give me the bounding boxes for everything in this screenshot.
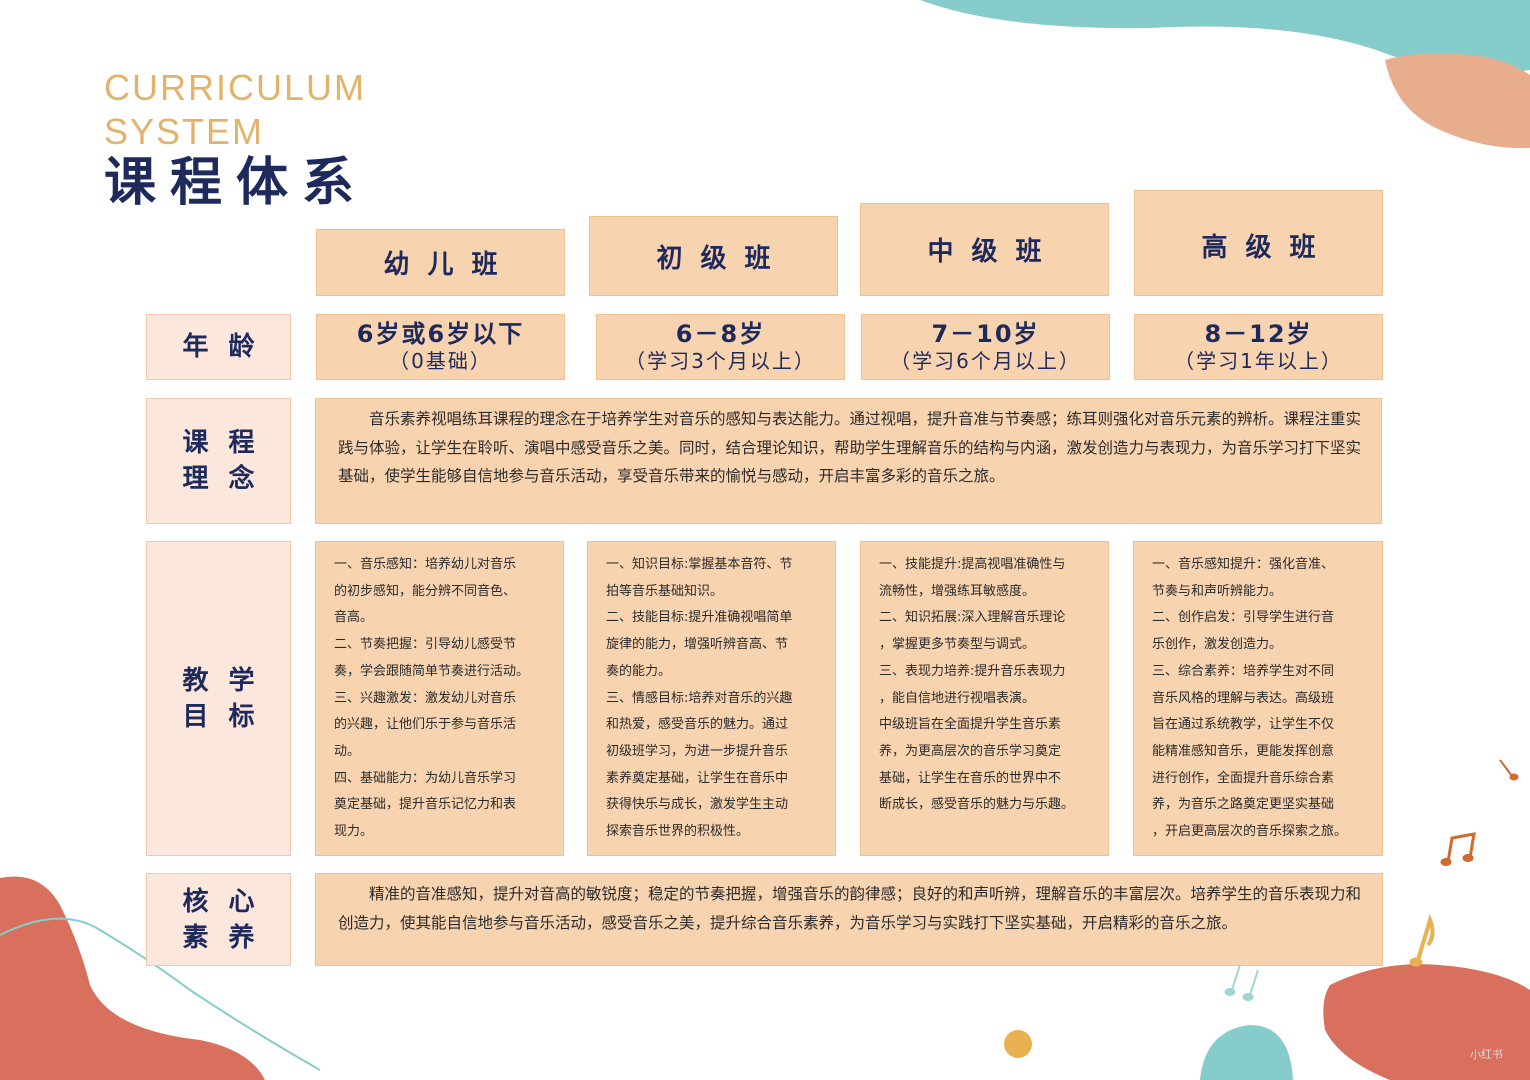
goals-preschool: 一、音乐感知：培养幼儿对音乐 的初步感知，能分辨不同音色、 音高。 二、节奏把握… (315, 541, 564, 856)
age-note: （学习1年以上） (1174, 349, 1343, 373)
row-label-line: 教学 (182, 665, 275, 696)
row-label-line: 素养 (182, 922, 275, 953)
row-label-core: 核心 素养 (146, 873, 291, 966)
age-cell-preschool: 6岁或6岁以下 （0基础） (316, 314, 565, 380)
row-label-line: 课程 (182, 428, 275, 458)
row-label-line: 核心 (182, 886, 275, 917)
age-range: 6－8岁 (675, 320, 766, 348)
row-label-philosophy: 课程 理念 (146, 398, 291, 524)
age-note: （0基础） (389, 349, 492, 373)
age-cell-intermediate: 7－10岁 （学习6个月以上） (861, 314, 1110, 380)
coral-blob-bottom-left (0, 876, 265, 1080)
gold-dot (1004, 1030, 1032, 1058)
age-range: 7－10岁 (931, 320, 1040, 348)
watermark: 小红书 (1470, 1048, 1503, 1061)
music-note-small-icon (1499, 759, 1519, 781)
class-header-preschool: 幼儿班 (316, 229, 565, 296)
page-title: 课程体系 (104, 153, 369, 213)
row-label-age-text: 年龄 (182, 332, 275, 362)
music-note-teal-icon (1224, 964, 1259, 1001)
peach-blob-top-right (1385, 53, 1530, 149)
goals-beginner: 一、知识目标:掌握基本音符、节 拍等音乐基础知识。 二、技能目标:提升准确视唱简… (587, 541, 836, 856)
coral-blob-bottom-right (1323, 964, 1530, 1080)
row-label-line: 理念 (182, 464, 275, 494)
row-label-age: 年龄 (146, 314, 291, 380)
age-cell-advanced: 8－12岁 （学习1年以上） (1134, 314, 1383, 380)
goals-intermediate: 一、技能提升:提高视唱准确性与 流畅性，增强练耳敏感度。 二、知识拓展:深入理解… (860, 541, 1109, 856)
music-note-gold-icon (1409, 913, 1435, 967)
title-english: CURRICULUM SYSTEM (104, 67, 366, 152)
row-label-goals: 教学 目标 (146, 541, 291, 856)
teal-semicircle-bottom (1200, 1025, 1293, 1080)
age-cell-beginner: 6－8岁 （学习3个月以上） (596, 314, 845, 380)
core-literacy-text: 精准的音准感知，提升对音高的敏锐度；稳定的节奏把握，增强音乐的韵律感；良好的和声… (315, 873, 1383, 966)
class-header-advanced: 高级班 (1134, 190, 1383, 296)
class-header-beginner: 初级班 (589, 216, 838, 296)
age-note: （学习6个月以上） (890, 349, 1081, 373)
age-note: （学习3个月以上） (625, 349, 816, 373)
age-range: 6岁或6岁以下 (356, 320, 525, 348)
class-header-intermediate: 中级班 (860, 203, 1109, 296)
philosophy-text: 音乐素养视唱练耳课程的理念在于培养学生对音乐的感知与表达能力。通过视唱，提升音准… (315, 398, 1382, 524)
teal-blob-top (920, 0, 1530, 73)
music-note-icon (1440, 832, 1476, 866)
goals-advanced: 一、音乐感知提升：强化音准、 节奏与和声听辨能力。 二、创作启发：引导学生进行音… (1133, 541, 1383, 856)
age-range: 8－12岁 (1204, 320, 1313, 348)
row-label-line: 目标 (182, 701, 275, 732)
